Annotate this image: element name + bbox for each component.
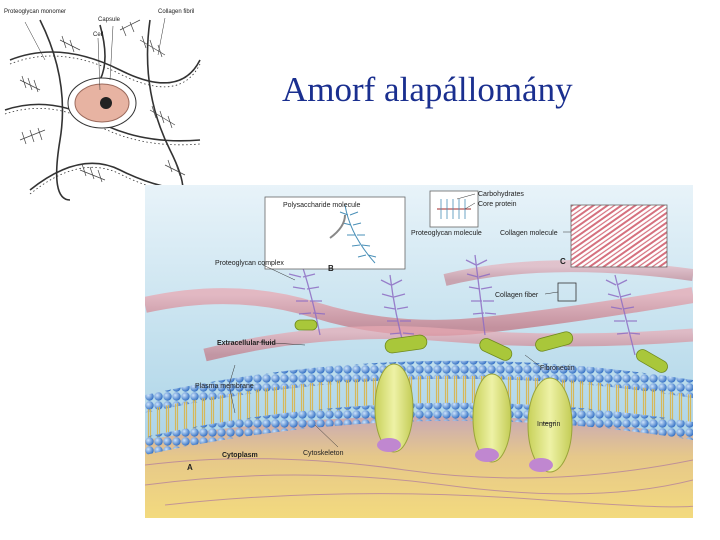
label-fibronectin: Fibronectin (540, 365, 575, 372)
slide-title: Amorf alapállomány (282, 70, 573, 110)
matrix-sketch: Proteoglycan monomer Capsule Collagen fi… (0, 0, 205, 205)
membrane-diagram: Carbohydrates Core protein Polysaccharid… (145, 185, 693, 518)
sketch-label-cell: Cell (93, 32, 103, 38)
sketch-label-capsule: Capsule (98, 17, 121, 23)
label-carbohydrates: Carbohydrates (478, 191, 524, 198)
letter-b: B (328, 264, 334, 273)
label-plasma-membrane: Plasma membrane (195, 383, 254, 390)
inset-collagen-molecule (571, 205, 667, 267)
label-extracellular-fluid: Extracellular fluid (217, 340, 276, 347)
label-proteoglycan-molecule: Proteoglycan molecule (411, 230, 482, 237)
label-proteoglycan-complex: Proteoglycan complex (215, 260, 284, 267)
label-polysaccharide: Polysaccharide molecule (283, 202, 361, 209)
label-cytoplasm: Cytoplasm (222, 452, 258, 459)
letter-c: C (560, 257, 566, 266)
label-collagen-fiber: Collagen fiber (495, 292, 539, 299)
cell-nucleus (100, 97, 112, 109)
label-cytoskeleton: Cytoskeleton (303, 450, 344, 457)
letter-a: A (187, 463, 193, 472)
label-integrin: Integrin (537, 421, 560, 428)
sketch-label-proteoglycan: Proteoglycan monomer (4, 9, 66, 15)
label-collagen-molecule: Collagen molecule (500, 230, 558, 237)
sketch-label-collagen: Collagen fibril (158, 9, 194, 15)
label-core-protein: Core protein (478, 201, 517, 208)
